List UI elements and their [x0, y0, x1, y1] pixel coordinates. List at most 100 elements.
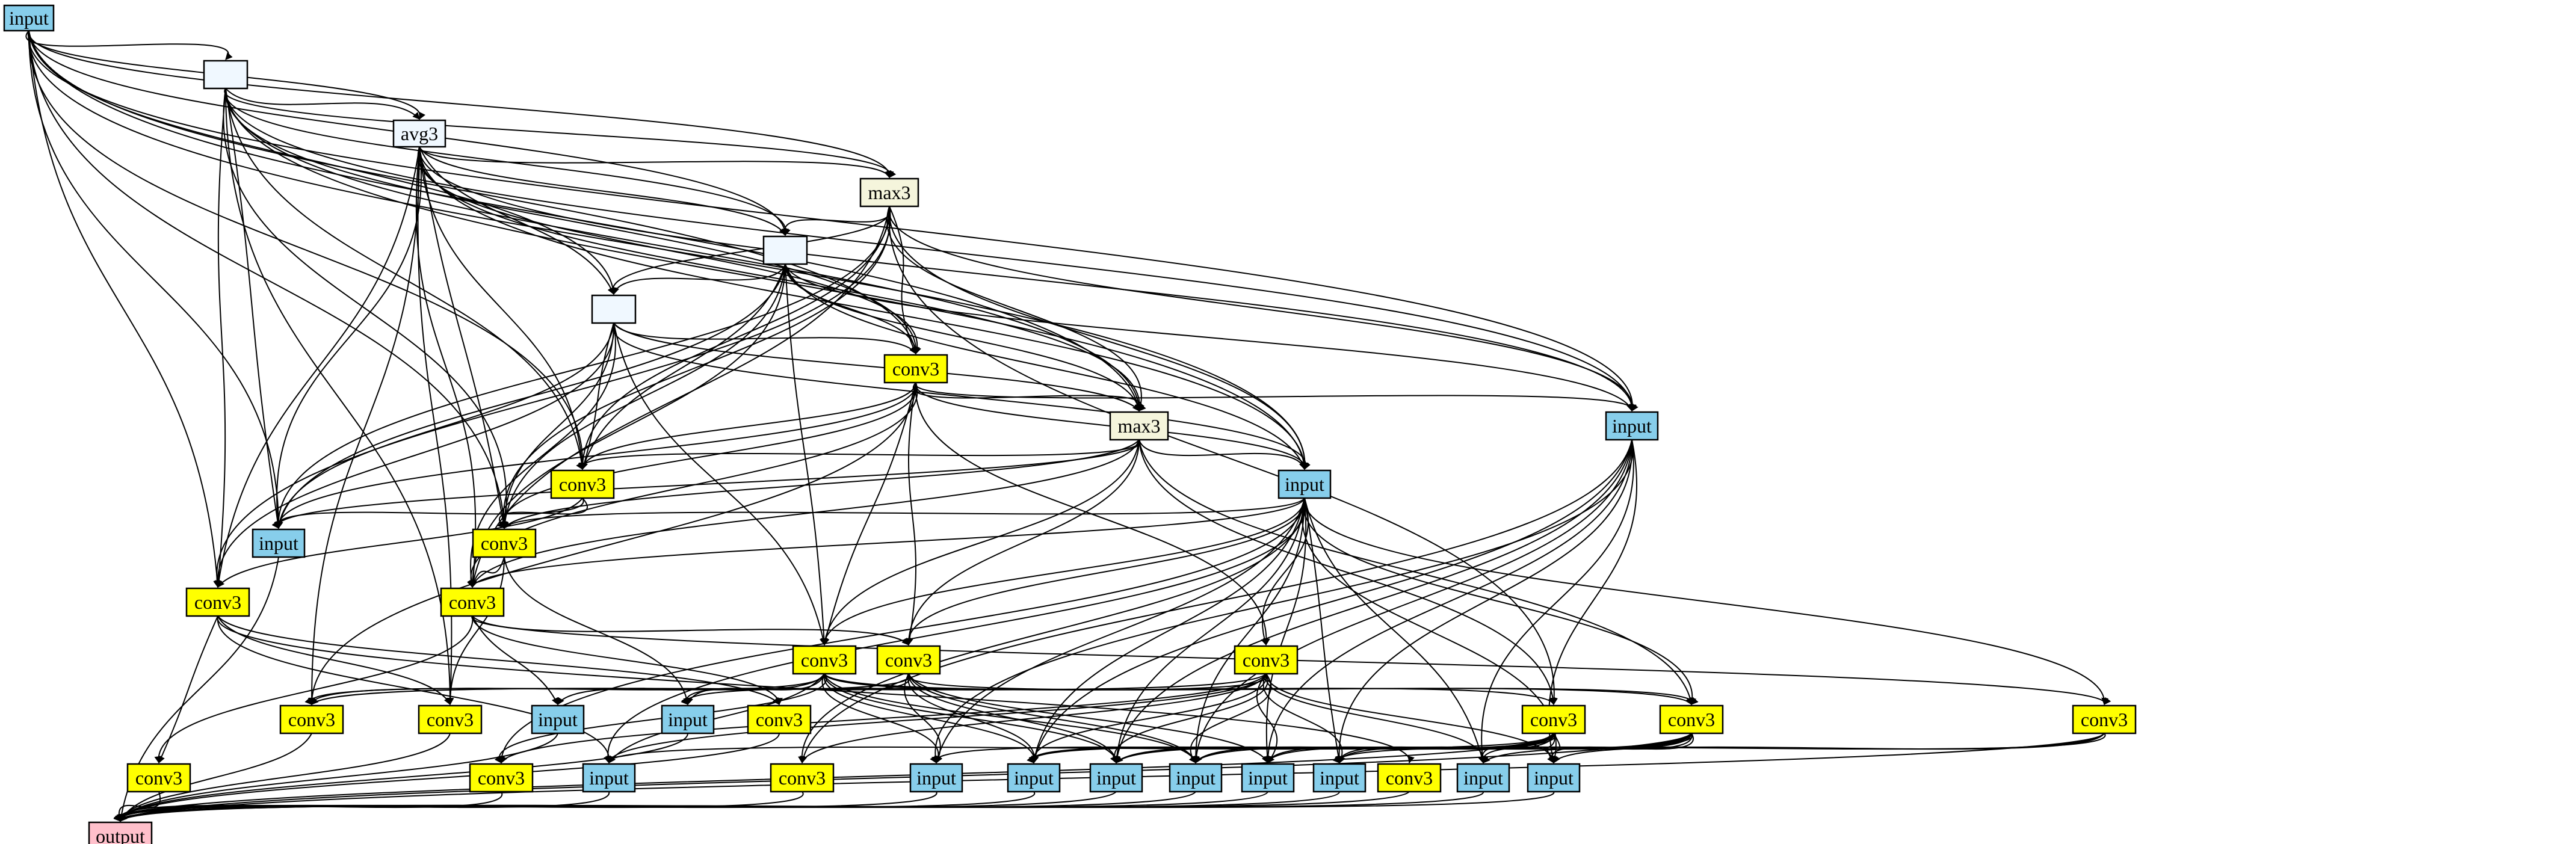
edge-c8-to-c16	[501, 673, 1267, 764]
edge-c1-to-inR	[915, 382, 1639, 412]
edge-e3-to-c1	[613, 322, 916, 355]
node-conv3-c6: conv3	[792, 645, 857, 675]
edge-max1-to-e2	[780, 206, 891, 236]
node-conv3-c14: conv3	[1659, 704, 1724, 735]
node-box	[1089, 763, 1143, 793]
node-label: input	[1463, 767, 1503, 789]
node-conv3-c10: conv3	[418, 704, 483, 735]
node-input-i6: input	[1089, 763, 1143, 793]
edge-c15-to-i11	[1553, 733, 2105, 764]
node-conv3-c11: conv3	[747, 704, 812, 735]
edge-c1-to-c2	[579, 382, 916, 470]
node-label: conv3	[1243, 649, 1290, 671]
edge-inM-to-i8	[1264, 497, 1307, 764]
edge-e1-to-c3	[223, 88, 509, 529]
edge-e1-to-c4	[214, 88, 226, 588]
edge-inM-to-c3	[504, 497, 1305, 529]
edge-c3-to-c10	[446, 556, 505, 706]
edge-inM-to-c5	[470, 497, 1305, 588]
edge-max1-to-c4	[213, 206, 891, 588]
node-label: conv3	[885, 649, 932, 671]
node-input-inR: input	[1605, 411, 1659, 441]
edge-max1-to-c1	[889, 206, 917, 355]
node-box	[392, 119, 446, 148]
node-box	[1605, 411, 1659, 441]
node-box	[440, 587, 505, 617]
edge-inR-to-i10	[1478, 439, 1634, 764]
edge-e2-to-c2	[581, 263, 786, 470]
node-box	[3, 4, 55, 32]
edge-layer	[25, 30, 2111, 822]
node-conv3-c17: conv3	[770, 763, 835, 793]
node-box	[126, 763, 191, 793]
edge-c10-to-out	[118, 733, 451, 822]
node-box	[1521, 704, 1586, 735]
node-input-i8: input	[1241, 763, 1295, 793]
node-pool-max2: max3	[1109, 411, 1169, 441]
edge-e2-to-inR	[785, 263, 1634, 412]
edge-e3-to-c3	[501, 322, 614, 529]
edge-avg-to-c9	[308, 146, 420, 706]
node-input-inM: input	[1277, 469, 1332, 499]
edge-c2-to-inL	[272, 497, 584, 529]
edge-i1-to-out	[118, 733, 558, 822]
edge-c1-to-c9	[308, 382, 916, 706]
node-label: input	[1248, 767, 1288, 789]
edge-inM-to-i7	[1192, 497, 1305, 764]
node-box	[279, 704, 344, 735]
node-box	[770, 763, 835, 793]
edge-inM-to-c14	[1303, 497, 1697, 706]
edge-c14-to-i11	[1547, 733, 1694, 764]
node-box	[550, 469, 615, 499]
edge-e1-to-c10	[225, 88, 454, 706]
node-box	[203, 60, 249, 90]
node-label: conv3	[481, 532, 528, 554]
node-label: conv3	[2081, 709, 2128, 730]
node-input-i7: input	[1169, 763, 1223, 793]
edge-inR-to-i8	[1264, 439, 1632, 764]
node-label: conv3	[892, 358, 939, 380]
edge-c14-to-out	[120, 733, 1692, 822]
node-box	[418, 704, 483, 735]
edge-e3-to-max2	[613, 322, 1140, 411]
node-label: max3	[868, 182, 910, 203]
edge-avg-to-c5	[415, 146, 477, 588]
edge-max2-to-c13	[1138, 439, 1557, 706]
node-box	[747, 704, 812, 735]
edge-avg-to-inM	[419, 146, 1308, 470]
node-box	[762, 235, 808, 265]
edge-in0-to-max1	[28, 30, 894, 179]
node-input-i9: input	[1312, 763, 1367, 793]
edge-inM-to-i6	[1113, 497, 1305, 764]
node-box	[1659, 704, 1724, 735]
edge-in0-to-e1	[25, 30, 233, 60]
edge-avg-to-c3	[419, 146, 507, 529]
node-label: input	[1534, 767, 1574, 789]
node-label: conv3	[1530, 709, 1577, 730]
node-label: conv3	[1668, 709, 1715, 730]
node-conv3-c8: conv3	[1234, 645, 1299, 675]
node-label: conv3	[559, 473, 606, 495]
node-conv3-c12: conv3	[126, 763, 191, 793]
edge-e3-to-inM	[612, 322, 1311, 470]
edge-c13-to-out	[113, 733, 1555, 822]
node-conv3-c9: conv3	[279, 704, 344, 735]
edge-inM-to-c6	[821, 497, 1305, 646]
edge-e1-to-avg	[225, 88, 420, 120]
edge-c8-to-i3	[605, 673, 1267, 764]
node-box	[1234, 645, 1299, 675]
edge-e2-to-c5	[469, 263, 786, 588]
edge-e1-to-inL	[225, 88, 282, 529]
node-input-i11: input	[1527, 763, 1581, 793]
node-input-i4: input	[909, 763, 963, 793]
edge-inM-to-i9	[1304, 497, 1342, 764]
node-box	[909, 763, 963, 793]
node-label: input	[9, 7, 49, 29]
node-empty-e3	[591, 294, 637, 324]
edge-inR-to-i5	[1031, 439, 1632, 764]
node-label: input	[1014, 767, 1054, 789]
edge-c1-to-c6	[822, 382, 916, 646]
node-label: conv3	[427, 709, 474, 730]
node-box	[88, 821, 153, 844]
